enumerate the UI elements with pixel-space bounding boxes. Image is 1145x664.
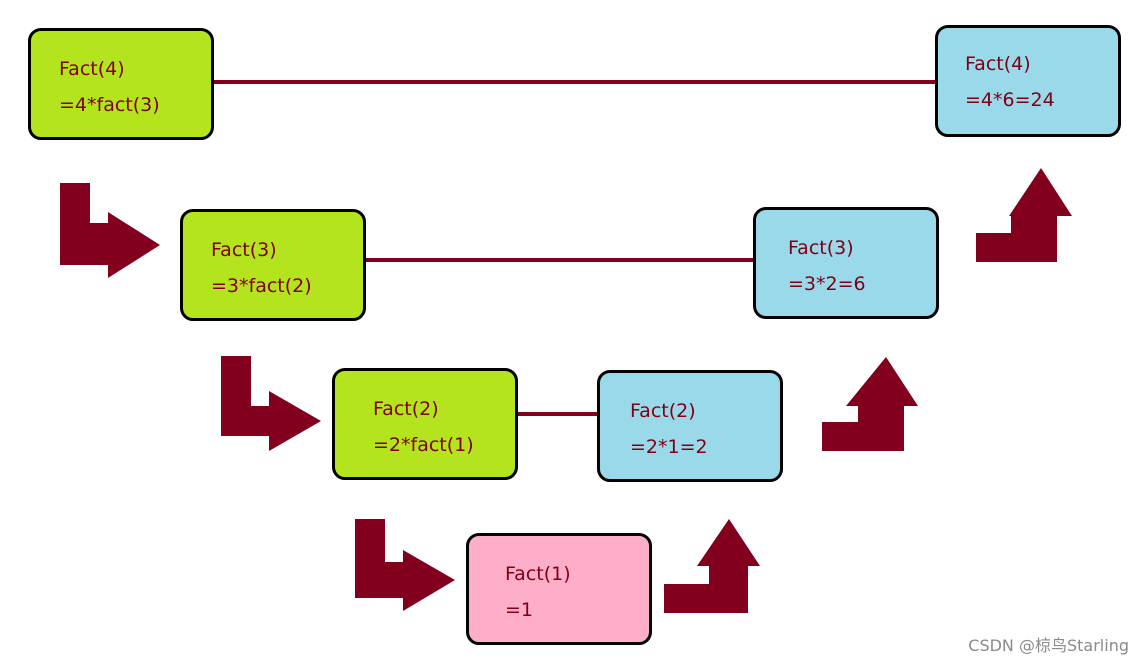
fact2-return-expr: =2*1=2	[630, 436, 708, 458]
call-arrow-1-icon	[60, 183, 160, 278]
fact4-return-box: Fact(4) =4*6=24	[935, 25, 1121, 137]
fact1-title: Fact(1)	[505, 563, 571, 585]
fact4-return-expr: =4*6=24	[965, 89, 1055, 111]
fact4-call-expr: =4*fact(3)	[59, 94, 160, 116]
fact3-return-expr: =3*2=6	[788, 273, 866, 295]
fact3-call-title: Fact(3)	[211, 239, 277, 261]
watermark: CSDN @椋鸟Starling	[968, 636, 1129, 655]
fact4-call-box: Fact(4) =4*fact(3)	[28, 28, 214, 140]
fact1-expr: =1	[505, 599, 534, 621]
fact3-return-box: Fact(3) =3*2=6	[753, 207, 939, 319]
return-arrow-3-icon	[976, 168, 1072, 262]
fact2-return-title: Fact(2)	[630, 400, 696, 422]
fact2-call-box: Fact(2) =2*fact(1)	[332, 368, 518, 480]
fact3-call-expr: =3*fact(2)	[211, 275, 312, 297]
return-arrow-1-icon	[664, 519, 760, 613]
fact3-call-box: Fact(3) =3*fact(2)	[180, 209, 366, 321]
call-arrow-3-icon	[355, 519, 455, 611]
fact4-call-title: Fact(4)	[59, 58, 125, 80]
fact4-return-title: Fact(4)	[965, 53, 1031, 75]
fact2-call-expr: =2*fact(1)	[373, 434, 474, 456]
fact3-return-title: Fact(3)	[788, 237, 854, 259]
return-arrow-2-icon	[822, 357, 918, 451]
fact2-call-title: Fact(2)	[373, 398, 439, 420]
fact2-return-box: Fact(2) =2*1=2	[597, 370, 783, 482]
call-arrow-2-icon	[221, 356, 321, 451]
fact1-base-box: Fact(1) =1	[466, 533, 652, 645]
